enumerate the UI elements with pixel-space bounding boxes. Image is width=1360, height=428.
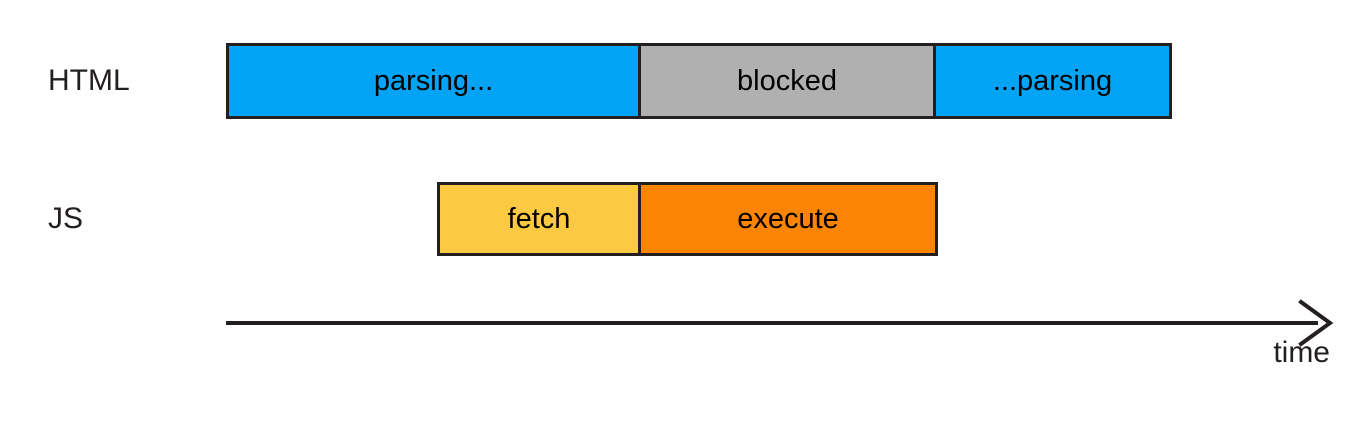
html-timeline-track: parsing... blocked ...parsing (226, 43, 1172, 119)
segment-parsing-end-label: ...parsing (992, 64, 1113, 97)
segment-fetch-label: fetch (507, 202, 571, 235)
js-timeline-track: fetch execute (437, 182, 938, 256)
row-label-html: HTML (48, 64, 130, 97)
time-axis-label: time (1273, 336, 1330, 369)
segment-blocked: blocked (638, 46, 933, 116)
row-label-js: JS (48, 202, 84, 235)
segment-parsing-end: ...parsing (933, 46, 1169, 116)
segment-blocked-label: blocked (737, 64, 837, 97)
segment-parsing-start: parsing... (229, 46, 638, 116)
segment-fetch: fetch (440, 185, 638, 253)
segment-execute: execute (638, 185, 935, 253)
segment-parsing-start-label: parsing... (373, 64, 494, 97)
segment-execute-label: execute (737, 202, 839, 235)
time-axis-arrow (226, 299, 1334, 347)
